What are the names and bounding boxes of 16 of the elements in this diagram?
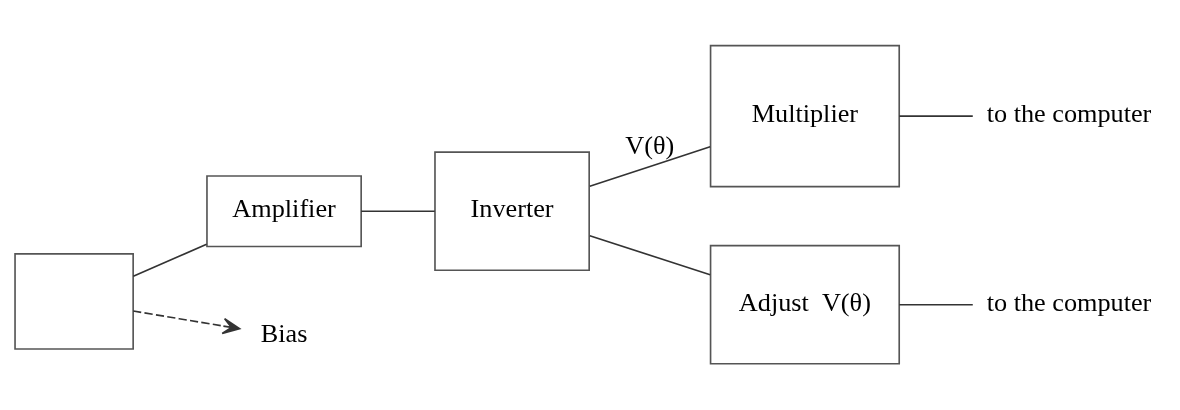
node-text: to the computer: [986, 287, 1152, 317]
node-box: Multiplier: [709, 44, 901, 187]
node-box: Inverter: [434, 150, 590, 271]
node-box: Amplifier: [206, 174, 362, 247]
edge-label: V(θ): [625, 130, 675, 159]
connector: [588, 145, 711, 187]
connector: [898, 114, 974, 117]
connector: [898, 303, 974, 306]
node-text: Bias: [260, 318, 308, 348]
node-text: to the computer: [986, 98, 1152, 128]
connector: [132, 243, 208, 277]
connector: [588, 234, 711, 275]
connector: [360, 209, 436, 212]
node-box: Adjust V(θ): [709, 244, 901, 365]
arrow: [132, 309, 241, 334]
node-box: [14, 252, 134, 350]
